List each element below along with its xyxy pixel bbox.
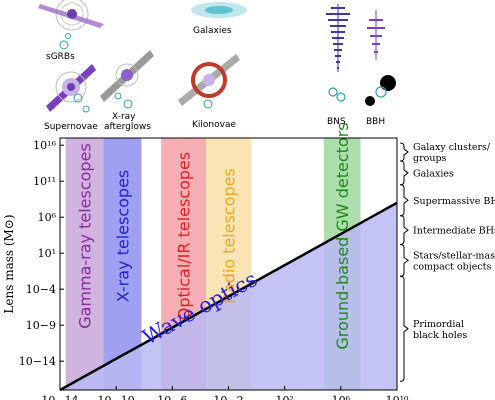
kilonova-icon: [178, 54, 240, 109]
bbh-waveform-icon: [365, 10, 396, 106]
galaxy-icon: [191, 2, 247, 18]
mass-category-label-line: Galaxies: [413, 168, 454, 179]
source-label-xray-line-1: X-ray: [112, 112, 136, 122]
x-tick-label: 10−6: [157, 394, 187, 400]
y-ticks-layer: 10¹⁶ 10¹¹ 10⁶ 10¹ 10−4 10−9 10−14: [19, 139, 64, 368]
x-tick-label: 10²: [275, 394, 293, 400]
mass-category-label-line: Supermassive BHs: [413, 196, 495, 207]
category-brace: [399, 244, 409, 277]
x-tick-label: 10⁶: [332, 394, 351, 400]
y-tick-label: 10¹: [38, 247, 56, 260]
supernova-icon: [46, 64, 96, 113]
mass-category-label-line: compact objects: [413, 261, 491, 272]
band-gamma: [65, 138, 104, 390]
y-tick-label: 10−4: [26, 283, 56, 296]
mass-category-label-line: Primordial: [413, 319, 464, 330]
mass-category-label-line: Galaxy clusters/: [413, 142, 491, 153]
source-label-bns: BNS: [327, 117, 346, 127]
band-label-xray: X-ray telescopes: [113, 170, 132, 303]
mass-category-label: Supermassive BHs: [413, 196, 495, 207]
x-ticks-layer: 10−14 10−10 10−6 10−2 10² 10⁶ 10¹⁰: [41, 386, 409, 400]
mass-category-label: Galaxies: [413, 168, 454, 179]
x-tick-label: 10¹⁰: [386, 394, 409, 400]
mass-category-label-line: Intermediate BHs: [413, 226, 495, 237]
y-axis-title-text: Lens mass (M⊙): [2, 214, 16, 313]
x-tick-label: 10−14: [41, 394, 78, 400]
x-tick-label: 10−2: [213, 394, 243, 400]
band-labels-layer: Gamma-ray telescopes X-ray telescopes Opti…: [76, 122, 353, 349]
source-label-xray-line-2: afterglows: [104, 122, 151, 132]
source-label-galaxies: Galaxies: [193, 26, 232, 36]
chart: Gamma-ray telescopes X-ray telescopes Opti…: [2, 122, 495, 400]
category-brace: [399, 142, 409, 162]
source-icons: sGRBs Galaxies Supernovae X-ray afte: [38, 0, 396, 132]
band-label-optical: Optical/IR telescopes: [175, 152, 194, 321]
band-label-gamma: Gamma-ray telescopes: [76, 143, 95, 329]
source-label-kilonovae: Kilonovae: [192, 120, 236, 130]
y-tick-label: 10⁶: [38, 211, 57, 224]
mass-category-label-line: Stars/stellar-mass: [413, 250, 495, 261]
xray-afterglow-icon: [100, 50, 154, 109]
source-label-supernovae: Supernovae: [44, 122, 98, 132]
category-brace: [399, 275, 409, 382]
y-tick-label: 10−9: [26, 319, 56, 332]
band-label-gw: Ground-based GW detectors: [333, 122, 352, 349]
mass-category-label-line: black holes: [413, 330, 467, 341]
x-tick-label: 10−10: [98, 394, 135, 400]
category-brace: [399, 184, 409, 217]
sgrb-icon: [38, 0, 104, 50]
y-tick-label: 10¹¹: [33, 175, 56, 188]
mass-category-label: Intermediate BHs: [413, 226, 495, 237]
source-label-sgrb: sGRBs: [46, 52, 75, 62]
source-label-xray-afterglows: X-ray afterglows: [104, 112, 151, 132]
y-axis-title: Lens mass (M⊙): [2, 214, 16, 313]
mass-categories-layer: Galaxy clusters/groupsGalaxiesSupermassi…: [399, 142, 495, 382]
category-brace: [399, 160, 409, 186]
y-tick-label: 10¹⁶: [33, 139, 56, 152]
bns-waveform-icon: [326, 4, 350, 102]
source-label-bbh: BBH: [366, 117, 385, 127]
band-label-radio: Radio telescopes: [220, 168, 239, 304]
mass-category-label-line: groups: [413, 153, 447, 164]
wave-optics-boundary-line: [59, 201, 398, 392]
mass-category-label: Galaxy clusters/groups: [413, 142, 491, 164]
category-brace: [399, 215, 409, 246]
y-tick-label: 10−14: [19, 355, 56, 368]
